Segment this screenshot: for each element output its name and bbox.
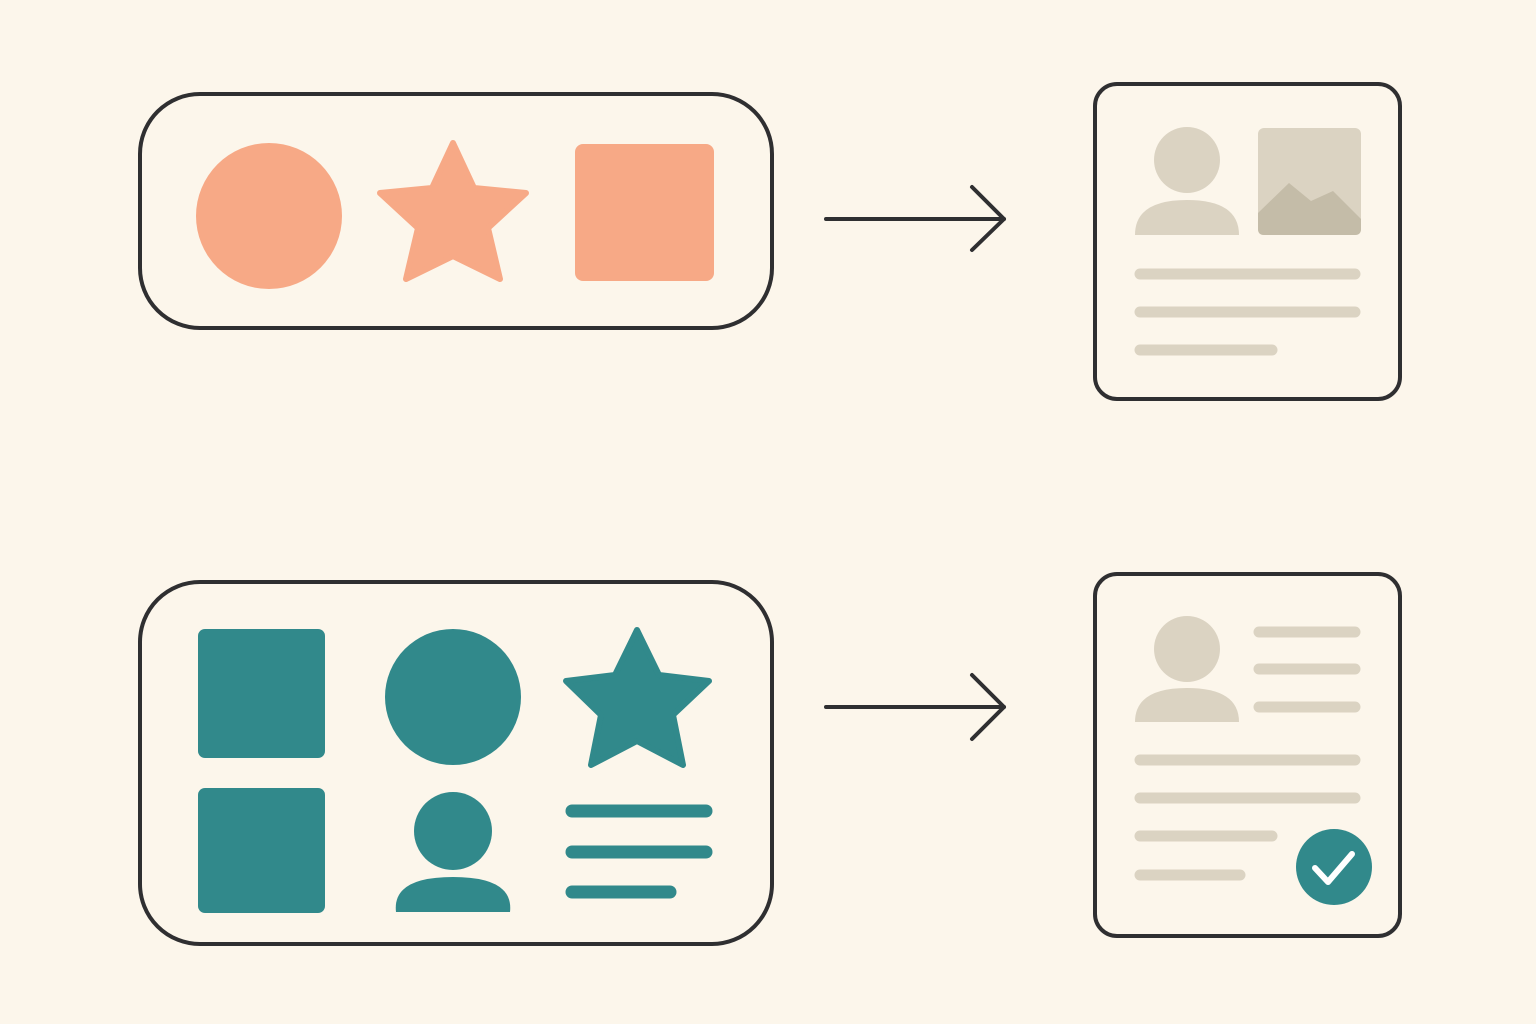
row-1: [138, 82, 1402, 401]
square-shape: [575, 144, 714, 281]
star-shape: [377, 140, 529, 282]
arrow-right-icon: [824, 185, 1006, 252]
image-placeholder-icon: [1258, 128, 1361, 235]
check-badge-icon: [1296, 829, 1372, 905]
circle-shape: [385, 629, 521, 765]
star-shape: [563, 627, 712, 768]
avatar-icon: [1135, 127, 1239, 235]
text-lines: [1134, 626, 1361, 881]
row-2: [138, 572, 1402, 946]
square-shape: [198, 629, 325, 758]
avatar-icon: [1135, 616, 1239, 722]
text-lines: [565, 804, 713, 899]
text-lines: [1134, 268, 1361, 356]
avatar-icon: [395, 792, 511, 912]
input-panel-1: [138, 92, 774, 330]
input-panel-2: [138, 580, 774, 946]
arrow-right-icon: [824, 673, 1006, 741]
square-shape: [198, 788, 325, 913]
output-card-2: [1093, 572, 1402, 938]
output-card-1: [1093, 82, 1402, 401]
circle-shape: [196, 143, 342, 289]
